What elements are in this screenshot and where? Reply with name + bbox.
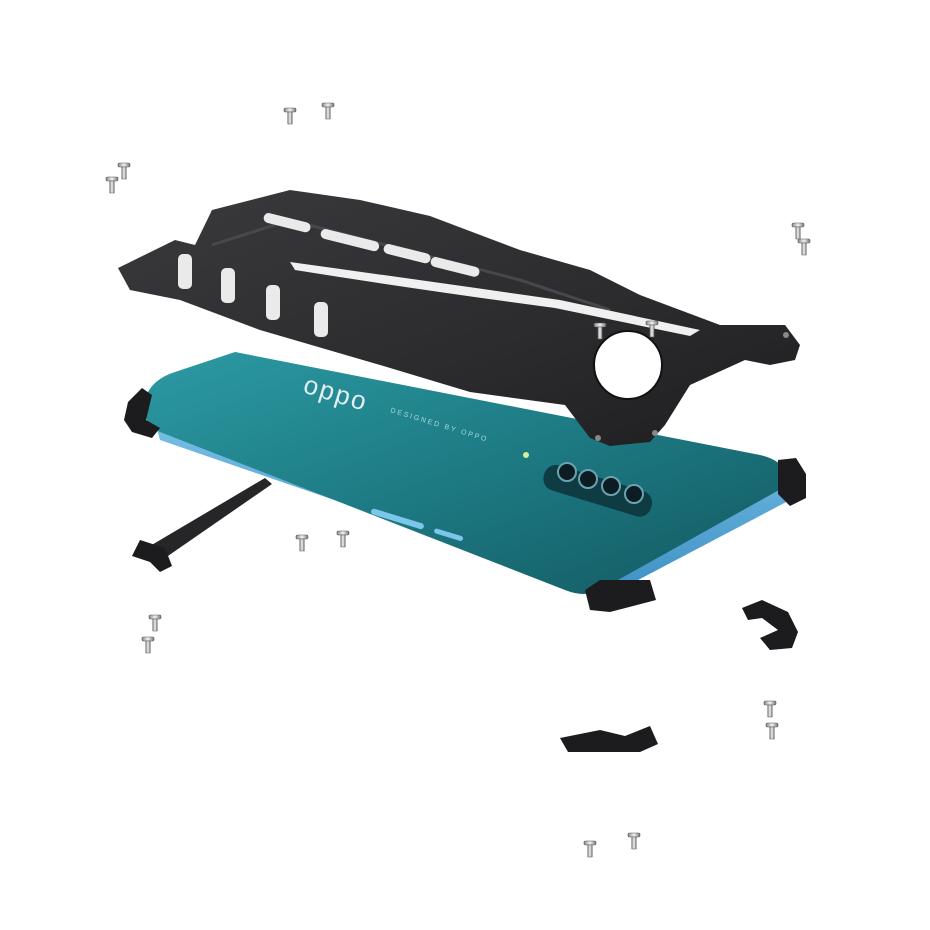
volume-button	[370, 508, 424, 530]
case-side-openings	[178, 254, 328, 337]
screw-icon	[295, 534, 309, 552]
case-slots	[263, 213, 480, 277]
screw-icon	[765, 722, 779, 740]
screw-icon	[105, 176, 119, 194]
screw-icon	[627, 832, 641, 850]
screw-icon	[791, 222, 805, 240]
right-corner-bracket	[585, 458, 806, 612]
power-button	[434, 528, 464, 541]
screw-icon	[797, 238, 811, 256]
screw-icon	[148, 614, 162, 632]
metal-case-plate	[118, 190, 800, 446]
loose-bracket-right	[742, 600, 798, 650]
case-camera-hole	[593, 330, 663, 400]
screw-icon	[763, 700, 777, 718]
screw-icon	[336, 530, 350, 548]
lower-left-bracket	[124, 388, 272, 572]
phone-back	[144, 352, 789, 594]
camera-module	[523, 452, 653, 517]
screw-icon	[283, 107, 297, 125]
phone: oppo DESIGNED BY OPPO	[144, 352, 790, 600]
loose-bracket-bottom	[560, 726, 658, 752]
screw-icon	[583, 840, 597, 858]
screw-icon	[321, 102, 335, 120]
screw-icon	[117, 162, 131, 180]
screw-icon	[141, 636, 155, 654]
